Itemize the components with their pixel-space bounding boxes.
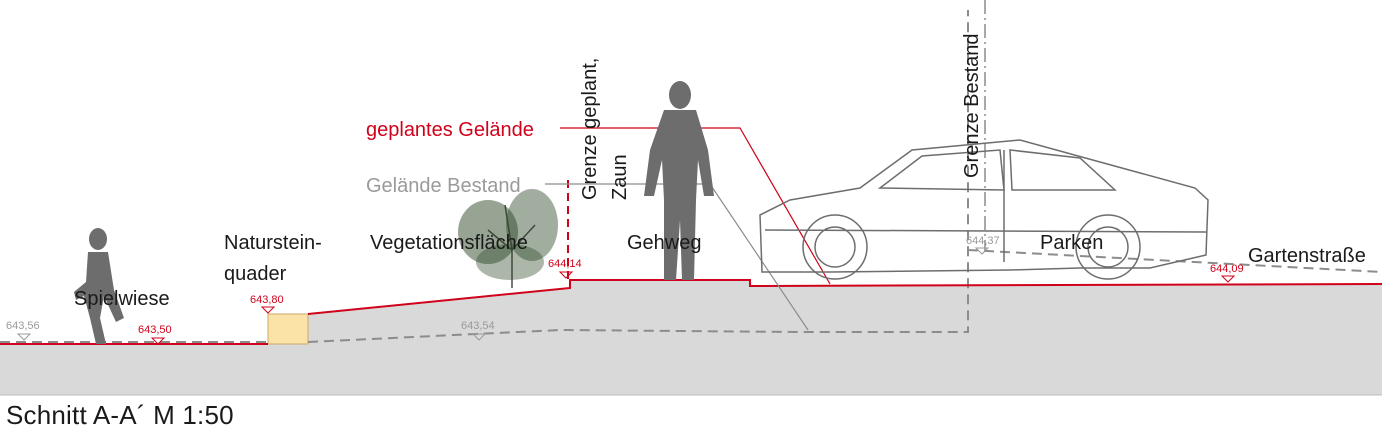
label-gartenstrasse: Gartenstraße <box>1248 245 1366 267</box>
person-silhouette-icon <box>644 81 714 280</box>
elevation-markers <box>16 247 1236 345</box>
elevation-marker-e3 <box>260 306 276 314</box>
label-spielwiese: Spielwiese <box>74 288 170 310</box>
label-grenze-bestand: Grenze Bestand <box>961 33 983 178</box>
elevation-e2: 643,50 <box>138 324 172 336</box>
naturstein-quader-block <box>267 313 309 345</box>
elevation-e7: 644,09 <box>1210 263 1244 275</box>
elevation-e4: 643,54 <box>461 320 495 332</box>
label-vegetation: Vegetationsfläche <box>370 232 528 254</box>
elevation-marker-e4 <box>471 333 487 341</box>
elevation-e1: 643,56 <box>6 320 40 332</box>
car-outline-icon <box>759 139 1209 280</box>
elevation-marker-e6 <box>974 247 990 255</box>
label-gelaende-bestand: Gelände Bestand <box>366 175 521 197</box>
elevation-marker-e2 <box>150 337 166 345</box>
label-grenze-geplant-line2: Zaun <box>609 154 631 200</box>
label-naturstein-line1: Naturstein- <box>224 232 322 254</box>
elevation-e3: 643,80 <box>250 294 284 306</box>
elevation-marker-e1 <box>16 333 32 341</box>
label-parken: Parken <box>1040 232 1103 254</box>
geplantes-gelaende-leader <box>560 127 831 285</box>
ground-fill <box>0 280 1382 395</box>
elevation-marker-e5 <box>558 271 574 279</box>
planned-terrain-line <box>0 279 1382 345</box>
shrub-icon <box>458 189 558 288</box>
elevation-e5: 644,14 <box>548 258 582 270</box>
label-gehweg: Gehweg <box>627 232 702 254</box>
child-silhouette-icon <box>74 228 124 344</box>
label-naturstein-line2: quader <box>224 263 287 285</box>
drawing-title: Schnitt A-A´ M 1:50 <box>6 400 234 430</box>
label-geplantes-gelaende: geplantes Gelände <box>366 119 534 141</box>
elevation-e6: 644,37 <box>966 235 1000 247</box>
label-grenze-geplant-line1: Grenze geplant, <box>579 58 601 200</box>
elevation-marker-e7 <box>1220 275 1236 283</box>
